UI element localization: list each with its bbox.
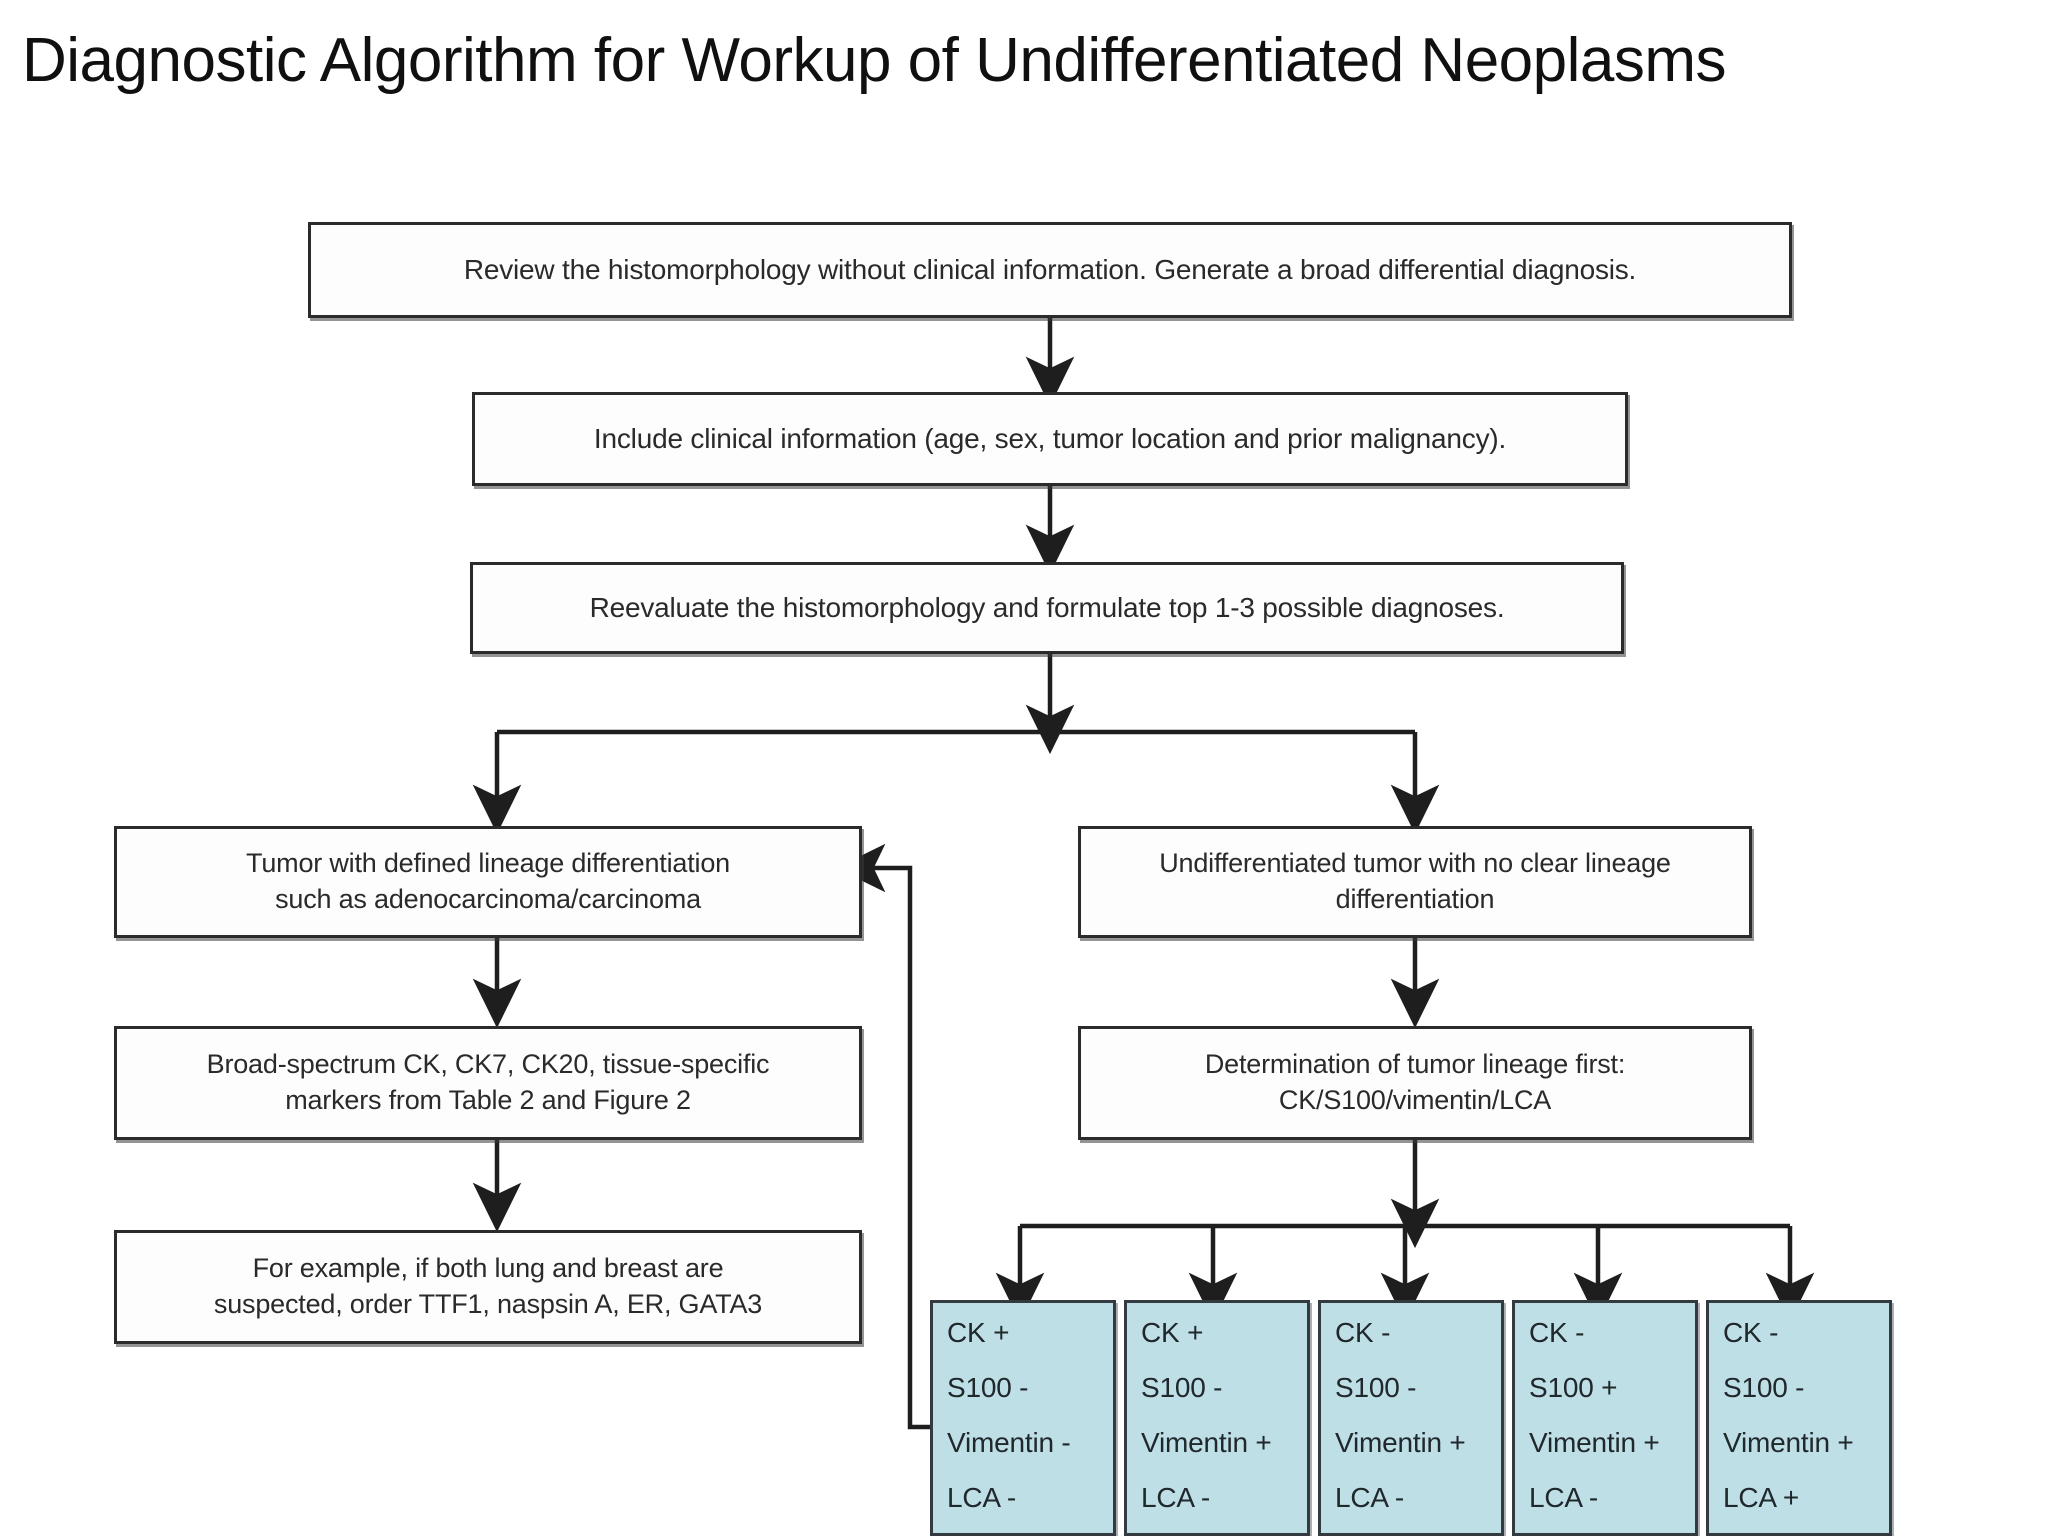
node-undifferentiated-tumor-line2: differentiation (1335, 884, 1495, 914)
node-include-clinical-info: Include clinical information (age, sex, … (472, 392, 1628, 486)
node-defined-lineage-tumor-line1: Tumor with defined lineage differentiati… (246, 848, 730, 879)
marker-panel-5-ck: CK - (1723, 1317, 1779, 1348)
connector-feedback-panel1-left1 (835, 843, 930, 1430)
marker-panel-5-s100: S100 - (1723, 1372, 1805, 1403)
node-defined-lineage-tumor: Tumor with defined lineage differentiati… (114, 826, 862, 938)
marker-panel-1-vimentin: Vimentin - (947, 1427, 1071, 1458)
marker-panel-4-lca: LCA - (1529, 1482, 1599, 1513)
node-review-histomorphology: Review the histomorphology without clini… (308, 222, 1792, 318)
marker-panel-4-vimentin: Vimentin + (1529, 1427, 1660, 1458)
node-broad-spectrum-markers-line1: Broad-spectrum CK, CK7, CK20, tissue-spe… (206, 1049, 770, 1080)
node-undifferentiated-tumor-text: Undifferentiated tumor with no clear lin… (1149, 846, 1681, 917)
marker-panel-1-ck: CK + (947, 1317, 1010, 1348)
node-determine-lineage-first-text: Determination of tumor lineage first: CK… (1195, 1047, 1635, 1118)
marker-panel-3-lca: LCA - (1335, 1482, 1405, 1513)
node-include-clinical-info-text: Include clinical information (age, sex, … (593, 422, 1507, 454)
node-broad-spectrum-markers-text: Broad-spectrum CK, CK7, CK20, tissue-spe… (197, 1047, 780, 1118)
node-review-histomorphology-text: Review the histomorphology without clini… (463, 253, 1637, 285)
marker-panel-5: CK - S100 - Vimentin + LCA + (1706, 1300, 1892, 1536)
marker-panel-1: CK + S100 - Vimentin - LCA - (930, 1300, 1116, 1536)
marker-panel-3-s100: S100 - (1335, 1372, 1417, 1403)
node-defined-lineage-tumor-text: Tumor with defined lineage differentiati… (236, 846, 740, 917)
node-broad-spectrum-markers-line2: markers from Table 2 and Figure 2 (285, 1085, 691, 1115)
node-broad-spectrum-markers: Broad-spectrum CK, CK7, CK20, tissue-spe… (114, 1026, 862, 1140)
node-undifferentiated-tumor-line1: Undifferentiated tumor with no clear lin… (1159, 848, 1671, 879)
marker-panel-2-vimentin: Vimentin + (1141, 1427, 1272, 1458)
node-defined-lineage-tumor-line2: such as adenocarcinoma/carcinoma (275, 884, 701, 914)
page-title: Diagnostic Algorithm for Workup of Undif… (22, 26, 1727, 95)
node-example-lung-breast-line2: suspected, order TTF1, naspsin A, ER, GA… (213, 1289, 763, 1319)
node-example-lung-breast: For example, if both lung and breast are… (114, 1230, 862, 1344)
marker-panel-4-s100: S100 + (1529, 1372, 1618, 1403)
marker-panel-3-ck: CK - (1335, 1317, 1391, 1348)
node-determine-lineage-first-line2: CK/S100/vimentin/LCA (1278, 1085, 1552, 1115)
marker-panel-4-ck: CK - (1529, 1317, 1585, 1348)
marker-panel-4: CK - S100 + Vimentin + LCA - (1512, 1300, 1698, 1536)
marker-panel-2: CK + S100 - Vimentin + LCA - (1124, 1300, 1310, 1536)
marker-panel-1-s100: S100 - (947, 1372, 1029, 1403)
node-example-lung-breast-line1: For example, if both lung and breast are (252, 1253, 724, 1284)
marker-panel-2-ck: CK + (1141, 1317, 1204, 1348)
node-determine-lineage-first: Determination of tumor lineage first: CK… (1078, 1026, 1752, 1140)
marker-panel-2-s100: S100 - (1141, 1372, 1223, 1403)
marker-panel-1-lca: LCA - (947, 1482, 1017, 1513)
marker-panel-5-lca: LCA + (1723, 1482, 1800, 1513)
node-reevaluate-histomorphology: Reevaluate the histomorphology and formu… (470, 562, 1624, 654)
marker-panel-5-vimentin: Vimentin + (1723, 1427, 1854, 1458)
node-undifferentiated-tumor: Undifferentiated tumor with no clear lin… (1078, 826, 1752, 938)
marker-panel-3: CK - S100 - Vimentin + LCA - (1318, 1300, 1504, 1536)
node-example-lung-breast-text: For example, if both lung and breast are… (204, 1251, 772, 1322)
node-reevaluate-histomorphology-text: Reevaluate the histomorphology and formu… (589, 591, 1505, 623)
marker-panel-3-vimentin: Vimentin + (1335, 1427, 1466, 1458)
marker-panel-2-lca: LCA - (1141, 1482, 1211, 1513)
node-determine-lineage-first-line1: Determination of tumor lineage first: (1204, 1049, 1626, 1080)
